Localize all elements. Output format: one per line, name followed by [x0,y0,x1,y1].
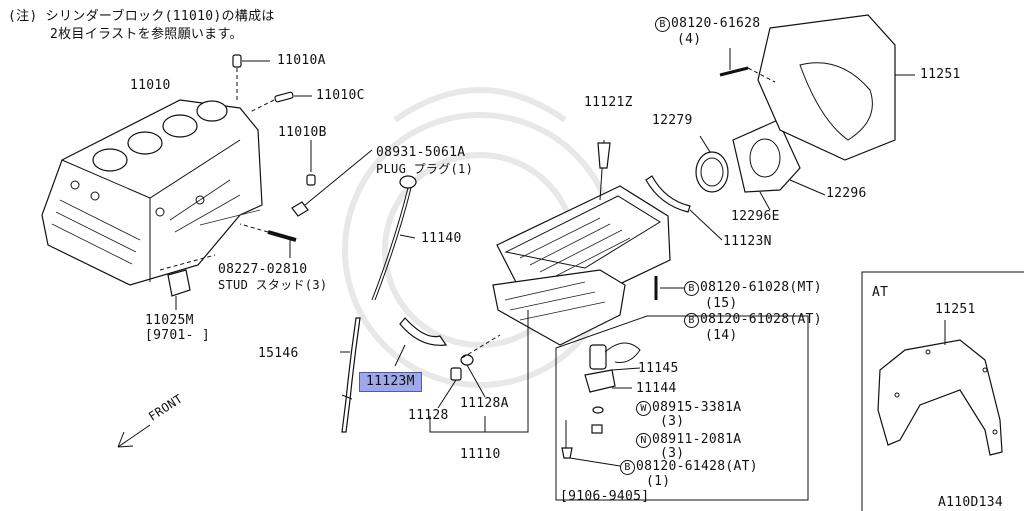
label-11144[interactable]: 11144 [636,381,677,396]
label-08227-desc: STUD スタッド(3) [218,278,328,292]
figure-id: A110D134 [938,495,1004,510]
label-08915-qty: (3) [660,414,685,429]
label-11121Z[interactable]: 11121Z [584,95,633,110]
rear-seal-12279 [695,135,729,193]
label-range-9106-9405: [9106-9405] [560,489,650,504]
label-08120-61028-mt-qty: (15) [705,296,738,311]
label-11010A[interactable]: 11010A [277,53,326,68]
label-11128A[interactable]: 11128A [460,396,509,411]
mount-11025M [159,254,216,310]
sensor-box [555,315,809,501]
label-11010[interactable]: 11010 [130,78,171,93]
baffle-11123N [645,175,723,241]
w-mark-icon: W [636,401,651,416]
label-15146[interactable]: 15146 [258,346,299,361]
label-08120-61028-at-qty: (14) [705,328,738,343]
label-11128[interactable]: 11128 [408,408,449,423]
plug-11010B [306,140,316,186]
note-line-1: (注) シリンダーブロック(11010)の構成は [8,9,275,24]
b-mark-icon: B [620,460,635,475]
label-12296E[interactable]: 12296E [731,209,780,224]
label-11123M-highlighted[interactable]: 11123M [359,372,422,392]
b-mark-icon: B [684,281,699,296]
front-arrow-icon [117,424,151,448]
label-11110[interactable]: 11110 [460,447,501,462]
at-box-title: AT [872,285,889,300]
label-12279[interactable]: 12279 [652,113,693,128]
baffle-11123M [394,317,448,367]
note-line-2: 2枚目イラストを参照願います。 [50,27,243,42]
label-08120-61628-qty: (4) [677,32,702,47]
label-11123N[interactable]: 11123N [723,234,772,249]
label-11010C[interactable]: 11010C [316,88,365,103]
label-08931-desc: PLUG プラグ(1) [376,162,474,176]
dipstick [371,175,417,301]
label-11140[interactable]: 11140 [421,231,462,246]
plug-08931 [291,149,373,217]
label-08227-code[interactable]: 08227-02810 [218,262,308,277]
b-mark-icon: B [684,313,699,328]
b-mark-icon: B [655,17,670,32]
dipstick-tube [340,317,361,433]
label-11145[interactable]: 11145 [638,361,679,376]
bolt-08120-61028 [654,276,684,300]
label-11010B[interactable]: 11010B [278,125,327,140]
pin-11010C [249,91,312,113]
label-08911-qty: (3) [660,446,685,461]
housing-plate-11251 [757,14,915,161]
n-mark-icon: N [636,433,651,448]
dowel-11010A [232,54,270,100]
oil-pan [492,139,671,346]
label-at-11251[interactable]: 11251 [935,302,976,317]
label-11251[interactable]: 11251 [920,67,961,82]
drain-plug [429,310,529,433]
label-11025M-range: [9701- ] [145,328,211,343]
label-08931-code[interactable]: 08931-5061A [376,145,466,160]
at-box [861,271,1024,511]
rear-cover-12296 [732,119,826,211]
label-12296[interactable]: 12296 [826,186,867,201]
cylinder-block [41,99,263,286]
label-08120-61428-qty: (1) [646,474,671,489]
stud-08227 [239,223,297,258]
label-11025M[interactable]: 11025M [145,313,194,328]
bolt-08120-61628 [719,48,776,83]
